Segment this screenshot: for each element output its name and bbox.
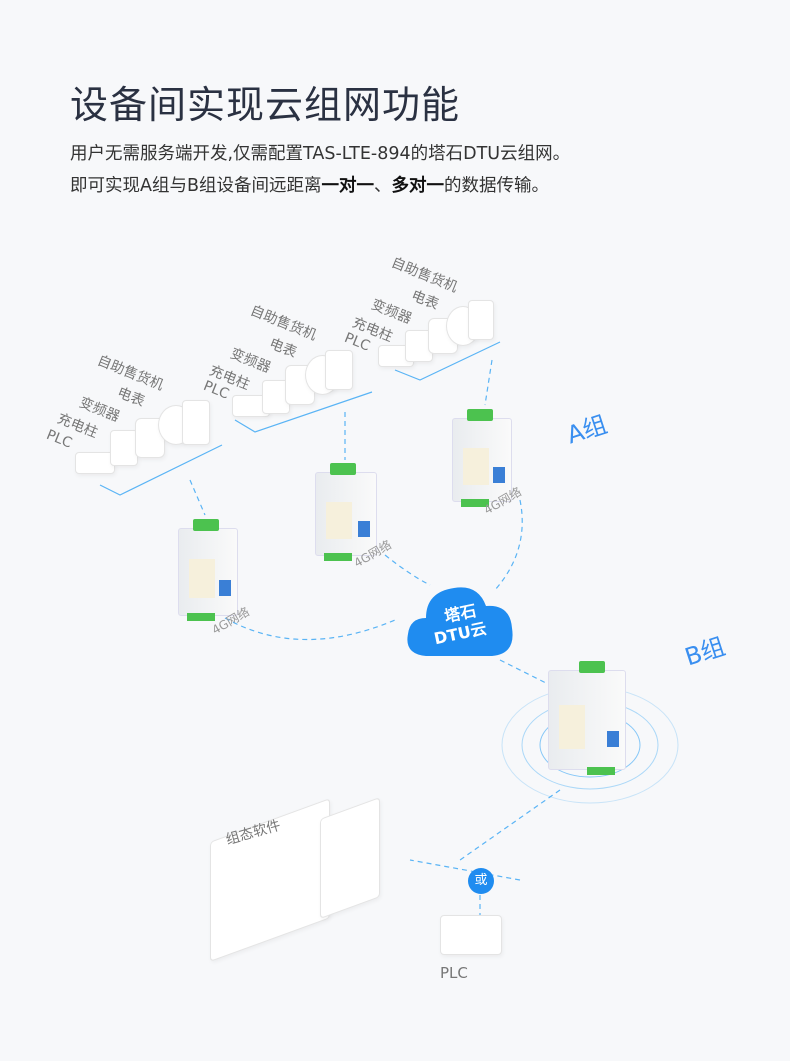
- charger-device: [110, 430, 138, 466]
- dtu-cloud: 塔石 DTU云: [404, 574, 516, 666]
- description-line-2: 即可实现A组与B组设备间远距离一对一、多对一的数据传输。: [70, 172, 549, 197]
- dtu-device-b: [548, 661, 626, 775]
- platform-a1: [99, 444, 223, 496]
- desc-bold-many-to-one: 多对一: [391, 176, 444, 196]
- page-title: 设备间实现云组网功能: [70, 83, 461, 127]
- dtu-device-a2: [315, 463, 377, 561]
- vending-device: [468, 300, 494, 340]
- desc-text: 即可实现A组与B组设备间远距离: [70, 176, 322, 196]
- plc-label: PLC: [440, 964, 468, 982]
- plc-device: [75, 452, 115, 474]
- platform-a3: [394, 341, 501, 381]
- vending-device: [182, 400, 210, 445]
- dtu-device-a1: [178, 519, 238, 621]
- vending-device: [325, 350, 353, 390]
- plc-device: [440, 915, 502, 955]
- desc-bold-one-to-one: 一对一: [321, 176, 374, 196]
- dtu-device-a3: [452, 409, 512, 507]
- desc-text-end: 的数据传输。: [443, 176, 549, 196]
- description-line-1: 用户无需服务端开发,仅需配置TAS-LTE-894的塔石DTU云组网。: [70, 144, 571, 164]
- or-badge: 或: [468, 868, 494, 894]
- platform-a2: [234, 391, 373, 433]
- cloud-icon: [407, 587, 513, 656]
- desc-sep: 、: [373, 176, 392, 196]
